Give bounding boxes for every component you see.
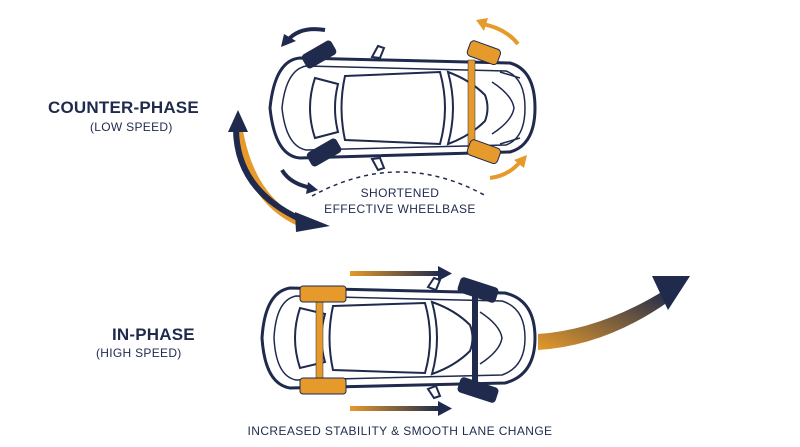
in-phase-subtitle: (HIGH SPEED) (96, 346, 182, 360)
counter-phase-subtitle: (LOW SPEED) (90, 120, 173, 134)
wheelbase-arc (311, 171, 487, 197)
lane-change-arrow (538, 276, 690, 350)
wheelbase-caption-line2: EFFECTIVE WHEELBASE (324, 202, 476, 216)
in-phase-arrows (350, 266, 452, 416)
rotation-arrows-top (280, 18, 527, 194)
stability-caption: INCREASED STABILITY & SMOOTH LANE CHANGE (247, 424, 553, 438)
bottom-car (260, 276, 537, 403)
turning-arrow (228, 110, 330, 232)
counter-phase-title: COUNTER-PHASE (48, 98, 199, 117)
wheelbase-caption-line1: SHORTENED (360, 186, 440, 200)
top-car (268, 40, 537, 172)
in-phase-title: IN-PHASE (112, 325, 195, 344)
